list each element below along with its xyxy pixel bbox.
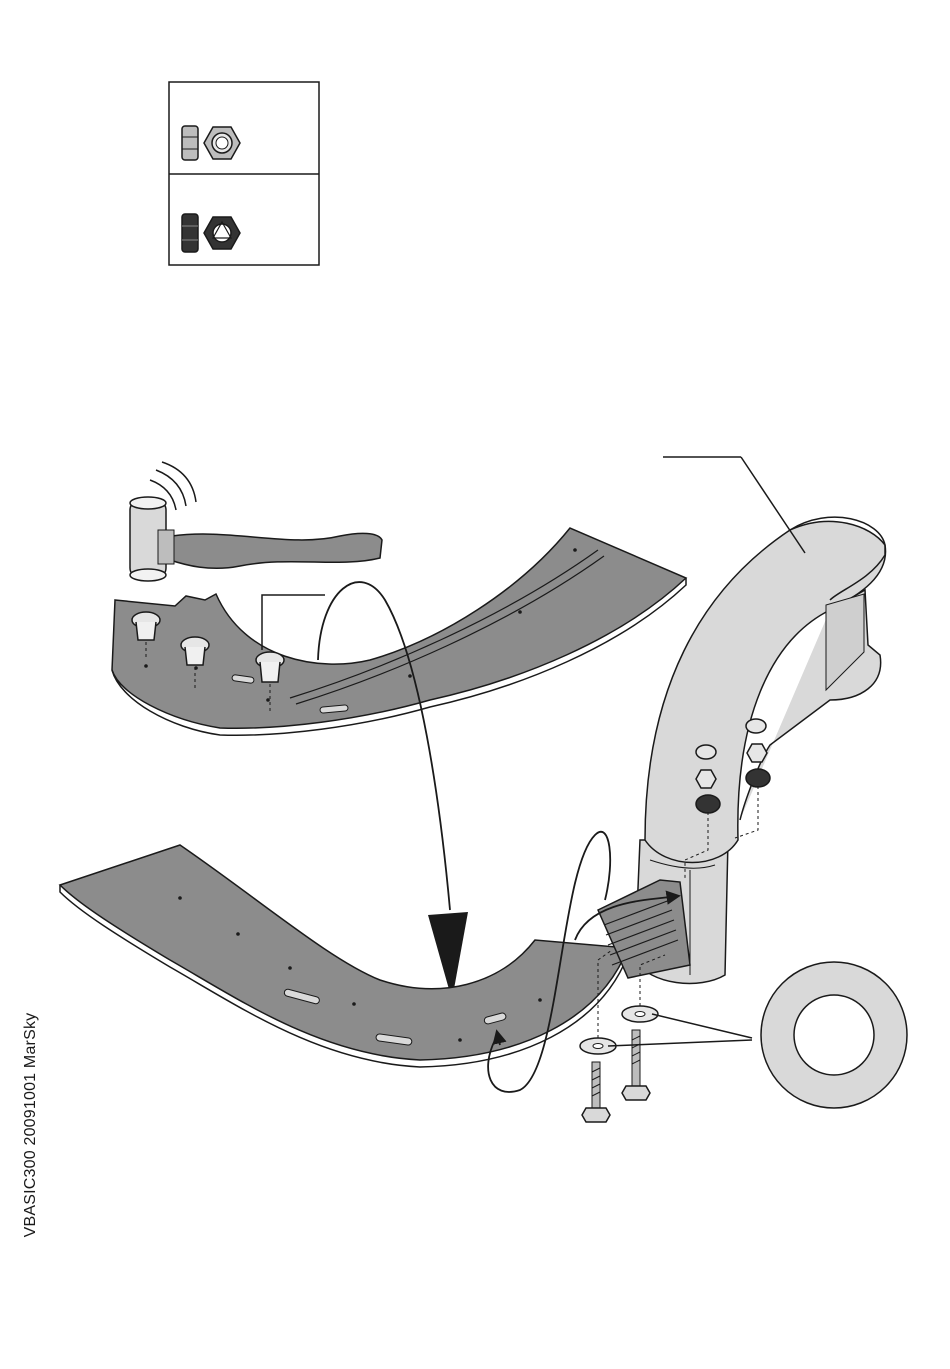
document-code: VBASIC300 20091001 MarSky xyxy=(22,1013,40,1238)
lock-nut-icon xyxy=(182,214,240,252)
hammer-icon xyxy=(130,462,382,581)
armrest-lower-plate xyxy=(60,845,628,1067)
nut-legend xyxy=(169,82,319,265)
washer-detail xyxy=(608,962,907,1108)
hex-nut-icon xyxy=(182,126,240,160)
